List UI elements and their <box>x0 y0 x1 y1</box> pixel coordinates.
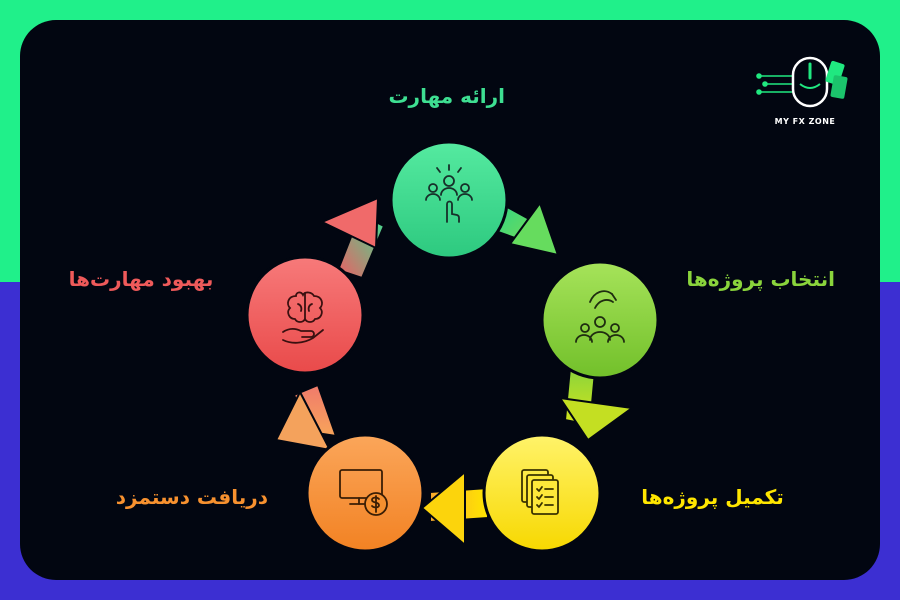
presentation-icon <box>425 164 473 223</box>
brain-hand-icon <box>282 291 324 344</box>
arrow-4-to-5 <box>274 383 338 452</box>
arrow-5-to-1 <box>319 196 386 280</box>
step-label-2: انتخاب پروژه‌ها <box>686 267 835 291</box>
step-label-4: دریافت دستمزد <box>115 485 268 509</box>
arrow-2-to-3 <box>557 366 635 442</box>
step-label-5: بهبود مهارت‌ها <box>68 267 214 291</box>
step-circle-1 <box>389 140 509 260</box>
step-circle-5 <box>245 255 365 375</box>
handshake-team-icon <box>575 290 625 343</box>
documents-checklist-icon <box>521 469 559 515</box>
payment-screen-icon <box>339 469 388 516</box>
step-circle-3 <box>482 433 602 553</box>
step-label-1: ارائه مهارت <box>388 84 505 108</box>
brand-logo <box>756 56 848 108</box>
step-circle-4 <box>305 433 425 553</box>
step-label-3: تکمیل پروژه‌ها <box>641 485 784 509</box>
arrow-3-to-4 <box>420 469 489 548</box>
brand-name: MY FX ZONE <box>774 117 836 126</box>
step-circle-2 <box>540 260 660 380</box>
